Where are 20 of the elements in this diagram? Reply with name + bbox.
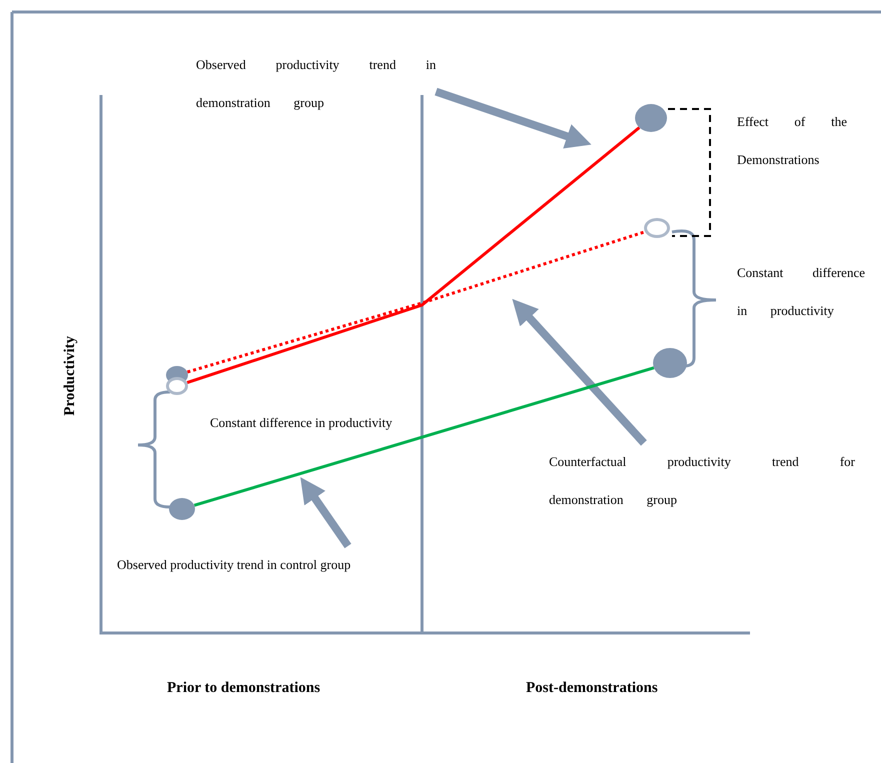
annotation-text: Observed productivity trend in control group (117, 546, 417, 584)
annotation-text: Observed productivity trend in demonstration group (196, 46, 436, 122)
open-data-point (166, 377, 188, 395)
trend-line (186, 230, 646, 374)
annotation-text: Constant difference in productivity (210, 404, 450, 442)
arrow (512, 298, 647, 446)
annotation-text: Counterfactual productivity trend for demonstration group (549, 443, 855, 519)
annotation-text: Effect of the Demonstrations (737, 103, 847, 179)
axis-label: Productivity (62, 336, 79, 416)
axis-label: Post-demonstrations (526, 680, 658, 697)
axis-label: Prior to demonstrations (167, 680, 320, 697)
trend-line (194, 366, 654, 507)
data-point (169, 498, 195, 520)
data-point (653, 348, 687, 378)
data-point (635, 104, 667, 132)
arrow (300, 477, 352, 548)
annotation-text: Constant difference in productivity (737, 254, 865, 330)
arrow (434, 88, 592, 148)
trend-line (186, 126, 640, 384)
open-data-point (644, 218, 670, 238)
